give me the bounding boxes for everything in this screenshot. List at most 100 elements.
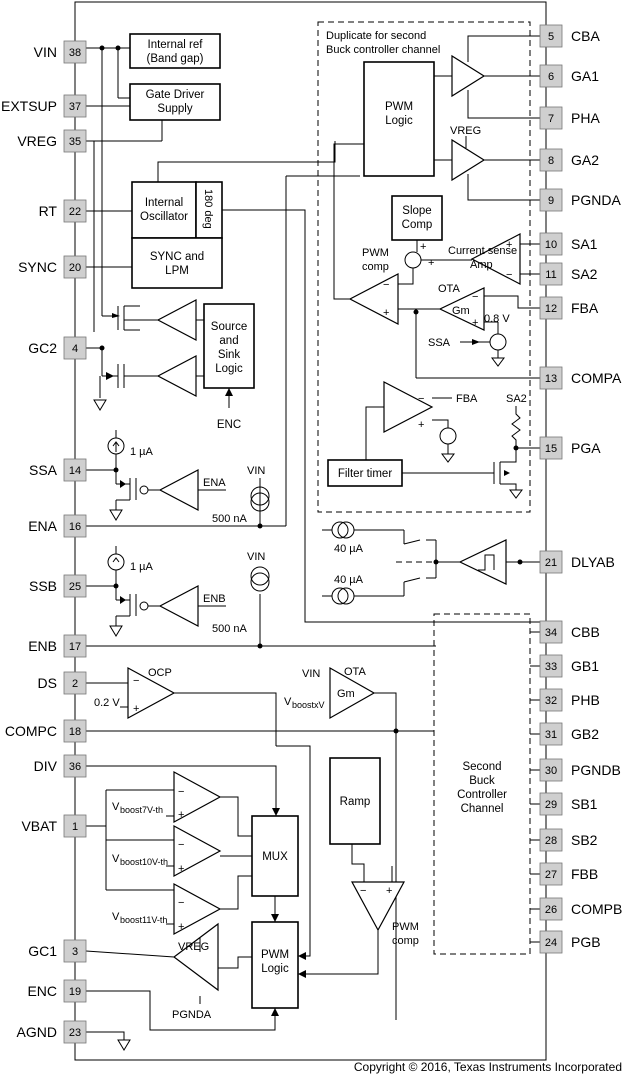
pin-gc1: 3 GC1 [28,939,87,963]
pin-number: 15 [545,443,557,455]
pin-label: AGND [17,1024,57,1040]
svg-text:+: + [178,863,184,875]
comparator-boost11v [173,882,222,936]
source-sink-label-2: and [219,335,238,347]
pin-number: 9 [548,195,554,207]
second-buck-label-4: Channel [461,803,504,815]
ssb-current-label: 1 µA [130,561,154,573]
internal-ref-label-1: Internal ref [148,39,204,51]
vboost-main: V [284,696,292,708]
source-sink-logic-block [203,303,255,389]
pin-number: 11 [545,269,556,281]
vreg-a-label: VREG [450,125,481,137]
vin-area [86,45,163,332]
pin-number: 24 [545,937,557,949]
pin-label: PGNDB [571,762,621,778]
pga-comparator [383,381,434,433]
ref-08v-label: 0.8 V [484,313,510,325]
ref-08v-source [489,333,507,351]
duplicate-note-2: Buck controller channel [326,44,440,56]
pwm-logic-a-label-2: Logic [385,115,413,127]
pin-box [539,862,563,886]
pin-number: 27 [545,869,557,881]
pin-label: FBA [571,300,599,316]
pin-number: 3 [72,946,78,958]
pin-number: 22 [69,206,81,218]
pin-label: PGNDA [571,192,621,208]
oscillator-label-2: Oscillator [140,211,188,223]
pin-box [539,366,563,390]
pin-label: PGB [571,934,601,950]
gate-driver-label-1: Gate Driver [146,89,205,101]
second-buck-label-3: Controller [457,789,507,801]
svg-text:−: − [133,675,139,687]
svg-text:−: − [506,269,512,281]
second-buck-stubs [530,631,540,943]
vb10-sub: boost10V-th [120,857,168,867]
pwm-comp-a-label-2: comp [362,261,389,273]
current-sense-amp [470,233,521,285]
deg180-label: 180 deg [202,189,214,229]
pwm-comp-c-label-2: comp [392,935,419,947]
svg-text:−: − [178,839,184,851]
fba-input-label: FBA [456,393,478,405]
pin-number: 31 [545,729,557,741]
pin-number: 25 [69,581,81,593]
pin-number: 7 [548,113,554,125]
pin-label: DS [38,675,57,691]
pin-number: 37 [69,101,81,113]
i500na-label-b: 500 nA [212,623,248,635]
pwm-logic-c-label-1: PWM [261,949,289,961]
pin-number: 29 [545,799,557,811]
svg-text:−: − [418,393,424,405]
pin-box [539,148,563,172]
duplicate-note-1: Duplicate for second [326,30,426,42]
pin-label: COMPA [571,370,622,386]
gc2-driver-buffer-top [156,299,197,341]
vin-c-label: VIN [302,668,320,680]
ocp-label: OCP [148,667,172,679]
pin-box [63,574,87,598]
sa2-input-label: SA2 [506,393,527,405]
pin-number: 26 [545,904,557,916]
ssa-ena-label: ENA [203,477,226,489]
pin-number: 38 [69,47,81,59]
pin-label: SSA [29,462,58,478]
sync-lpm-block [131,237,223,289]
pin-number: 13 [545,373,557,385]
svg-text:+: + [178,921,184,933]
pin-label: GC1 [28,943,57,959]
pin-label: GC2 [28,340,57,356]
pin-label: CBA [571,28,600,44]
svg-text:+: + [472,317,478,329]
svg-text:+: + [418,419,424,431]
pin-number: 2 [72,678,78,690]
pin-box [63,94,87,118]
pin-box [539,620,563,644]
channel-a-dashed-region [317,21,531,513]
vboost-sub: boostxV [292,700,325,710]
pin-label: GB1 [571,658,599,674]
left-pins: 38VIN37EXTSUP35VREG22RT20SYNC4GC214SSA16… [1,40,87,1044]
pin-box [539,232,563,256]
pin-box [63,671,87,695]
pin-number: 23 [69,1027,81,1039]
pin-label: PHB [571,692,600,708]
ota-a-amplifier [438,287,485,331]
mux-label: MUX [262,851,288,863]
current-sense-label-1: Current sense [448,245,517,257]
ssb-section [86,546,226,637]
pin-label: DLYAB [571,554,615,570]
svg-text:−: − [178,897,184,909]
